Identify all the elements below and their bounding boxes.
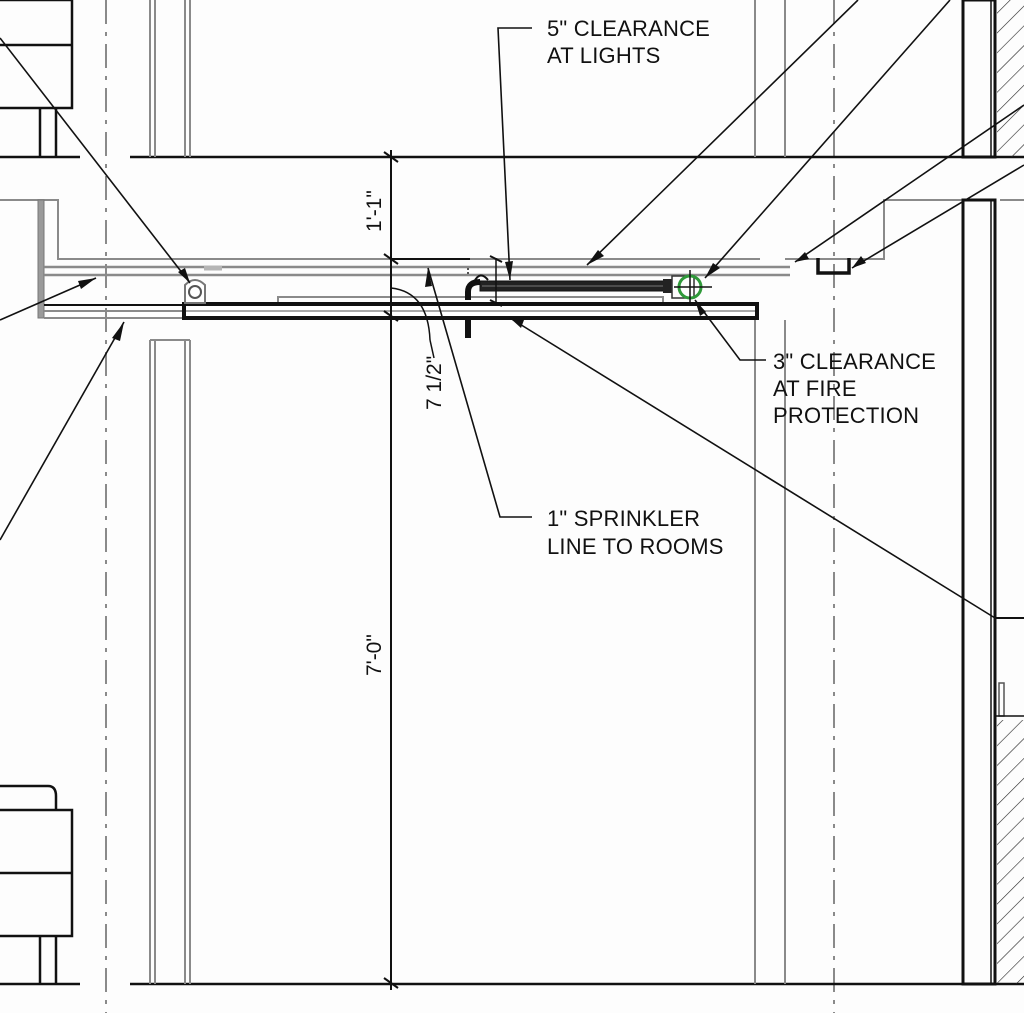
note-text: PROTECTION [773, 403, 919, 428]
centerlines [105, 0, 835, 1013]
leader-lines [0, 0, 1024, 619]
sprinkler-head-icon [674, 270, 712, 304]
dimension-floor-to-ceiling: 7'-0" [363, 634, 386, 676]
light-fixture [816, 258, 851, 275]
sprinkler-pipe [465, 255, 695, 338]
note-text: LINE TO ROOMS [547, 534, 724, 559]
chair-upper [0, 0, 74, 157]
arrowheads [78, 250, 866, 341]
note-lights-clearance: 5" CLEARANCE AT LIGHTS [547, 16, 710, 68]
chair-lower [0, 784, 74, 984]
dimension-line [383, 150, 470, 990]
dimension-ceiling-offset: 7 1/2" [423, 356, 446, 410]
right-wall [961, 0, 1024, 986]
ceiling-assembly [37, 199, 790, 319]
pipe-hanger-left [184, 279, 206, 304]
note-fire-protection-clearance: 3" CLEARANCE AT FIRE PROTECTION [773, 349, 936, 428]
note-text: AT LIGHTS [547, 43, 660, 68]
ceiling-board [182, 302, 759, 320]
door-frame-lower [149, 320, 786, 984]
note-sprinkler-line: 1" SPRINKLER LINE TO ROOMS [547, 506, 724, 559]
note-text: 1" SPRINKLER [547, 506, 700, 531]
door-frame-upper [149, 0, 786, 157]
note-text: AT FIRE [773, 376, 857, 401]
note-text: 3" CLEARANCE [773, 349, 936, 374]
dimension-upper: 1'-1" [363, 190, 386, 232]
soffit-outline [0, 199, 1024, 260]
hatched-wall [997, 0, 1024, 984]
note-text: 5" CLEARANCE [547, 16, 710, 41]
